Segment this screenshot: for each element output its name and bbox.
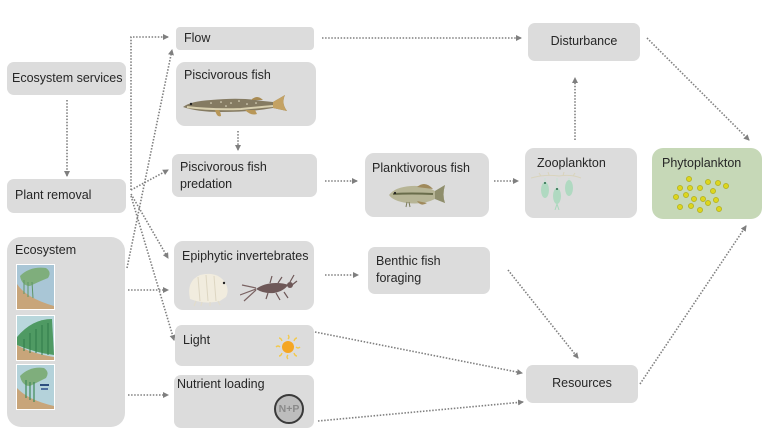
- node-piscivorous-fish: Piscivorous fish: [176, 62, 316, 126]
- node-ecosystem: Ecosystem: [7, 237, 125, 427]
- node-zooplankton: Zooplankton: [525, 148, 637, 218]
- mayfly-nymph-icon: [240, 274, 298, 302]
- daphnia-icon: [530, 172, 582, 210]
- node-label: Ecosystem: [15, 243, 77, 257]
- node-light: Light: [175, 325, 314, 366]
- node-nutrient-loading: Nutrient loading N+P: [174, 375, 314, 428]
- node-ecosystem-services: Ecosystem services: [7, 62, 126, 95]
- sun-icon: [275, 334, 301, 360]
- node-label: Planktivorous fish: [372, 161, 470, 175]
- node-planktivorous-fish: Planktivorous fish: [365, 153, 489, 217]
- node-label: Light: [183, 333, 211, 347]
- node-label-line1: Piscivorous fish: [180, 160, 267, 174]
- arrow-ecosystem-to-flow: [126, 49, 174, 269]
- node-label: Resources: [552, 376, 612, 390]
- algae-cells-icon: [673, 176, 729, 213]
- node-label: Zooplankton: [537, 156, 606, 170]
- node-label-line1: Benthic fish: [376, 254, 441, 268]
- node-label: Phytoplankton: [662, 156, 742, 170]
- node-plant-removal: Plant removal: [7, 179, 126, 213]
- n-plus-p-label: N+P: [278, 403, 300, 415]
- node-disturbance: Disturbance: [528, 23, 640, 61]
- node-label: Ecosystem services: [12, 71, 123, 85]
- node-label: Disturbance: [550, 34, 618, 48]
- node-label-line2: predation: [180, 177, 233, 191]
- amphipod-icon: [189, 273, 228, 307]
- arrow-benthic-fish-to-resources: [507, 269, 579, 359]
- lake-shore-plant-removal-icon: [16, 364, 55, 410]
- node-label: Plant removal: [15, 188, 92, 202]
- arrow-plant-removal-to-piscivorous-fish-predation: [130, 169, 169, 191]
- node-flow: Flow: [176, 27, 314, 50]
- arrow-light-to-resources: [314, 331, 523, 375]
- pike-fish-icon: [183, 95, 287, 117]
- arrow-plant-removal-to-flow: [130, 34, 169, 190]
- node-epiphytic-invertebrates: Epiphytic invertebrates: [174, 241, 314, 310]
- node-benthic-fish-foraging: Benthic fish foraging: [368, 247, 490, 294]
- bass-fish-icon: [389, 183, 445, 208]
- arrow-plant-removal-to-light: [130, 195, 176, 341]
- node-label: Nutrient loading: [177, 377, 265, 391]
- n-plus-p-badge: N+P: [274, 394, 304, 424]
- arrow-disturbance-to-phytoplankton: [646, 37, 750, 141]
- node-label: Piscivorous fish: [184, 68, 271, 82]
- node-label-line2: foraging: [376, 271, 422, 285]
- arrow-resources-to-phytoplankton: [639, 225, 747, 385]
- node-label: Flow: [184, 31, 211, 45]
- lake-shore-sparse-vegetation-icon: [16, 264, 55, 310]
- arrow-plant-removal-to-epiphytic-invertebrates: [130, 193, 169, 259]
- node-phytoplankton: Phytoplankton: [652, 148, 762, 219]
- node-resources: Resources: [526, 365, 638, 403]
- node-label: Epiphytic invertebrates: [182, 249, 309, 263]
- arrow-nutrient-loading-to-resources: [317, 399, 524, 422]
- lake-shore-dense-vegetation-icon: [16, 315, 55, 361]
- node-piscivorous-fish-predation: Piscivorous fish predation: [172, 154, 317, 197]
